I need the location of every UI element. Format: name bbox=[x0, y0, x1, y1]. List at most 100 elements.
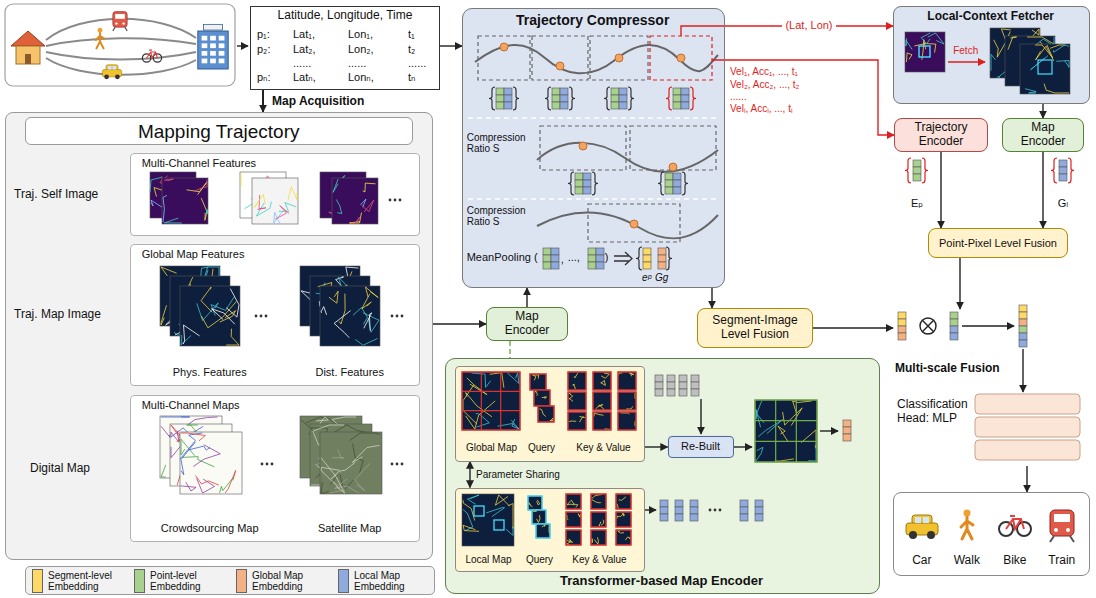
train-icon bbox=[122, 22, 124, 24]
map-image bbox=[573, 384, 576, 389]
embedding-vector bbox=[504, 95, 512, 102]
embedding-vector bbox=[611, 95, 619, 102]
ellipsis-dot bbox=[394, 199, 397, 202]
map-image bbox=[363, 313, 379, 332]
embedding-vector bbox=[690, 507, 698, 514]
office-icon bbox=[210, 43, 216, 48]
map-image bbox=[532, 510, 546, 524]
embedding-vector bbox=[913, 160, 921, 181]
map-image bbox=[571, 500, 578, 508]
node-text: p₁: bbox=[257, 28, 270, 41]
embedding-vector bbox=[898, 312, 906, 340]
map-image bbox=[180, 433, 202, 459]
embedding-vector bbox=[843, 420, 851, 427]
annotation: Velᵢ, Accᵢ, ..., tᵢ bbox=[730, 103, 793, 115]
map-image bbox=[193, 445, 220, 467]
node-text: Lat₁, bbox=[293, 28, 315, 41]
map-image bbox=[508, 504, 513, 528]
embedding-vector bbox=[551, 255, 559, 262]
embedding-vector bbox=[1059, 160, 1067, 181]
fetch-sketch bbox=[919, 46, 930, 57]
node-text: Query bbox=[528, 442, 555, 454]
embedding-vector bbox=[588, 248, 596, 269]
arrow bbox=[820, 430, 838, 431]
embedding-vector bbox=[673, 95, 681, 102]
node-text: , bbox=[561, 253, 564, 266]
map-image bbox=[618, 372, 636, 390]
map-image bbox=[254, 194, 265, 207]
connector bbox=[645, 446, 668, 447]
map-image bbox=[568, 412, 586, 430]
map-image bbox=[796, 400, 797, 462]
car-icon bbox=[927, 531, 935, 539]
map-image bbox=[566, 530, 581, 545]
map-image bbox=[566, 512, 581, 527]
map-image bbox=[755, 400, 817, 462]
implies-arrow bbox=[614, 252, 632, 265]
embedding-vector bbox=[690, 500, 698, 521]
map-image bbox=[601, 381, 606, 386]
embedding-vector bbox=[658, 262, 666, 269]
map-image bbox=[1020, 44, 1070, 94]
map-image bbox=[180, 432, 242, 494]
ellipsis-dot bbox=[399, 199, 402, 202]
house-icon bbox=[11, 31, 45, 46]
node-text: Point-Pixel Level Fusion bbox=[939, 237, 1057, 250]
fetch-sketch bbox=[905, 28, 1070, 94]
map-image bbox=[476, 414, 490, 428]
map-image bbox=[568, 392, 586, 410]
map-image bbox=[321, 482, 329, 493]
map-image bbox=[275, 206, 289, 220]
node-text: Re-Built bbox=[681, 440, 720, 453]
embedding-vector bbox=[583, 173, 591, 194]
ellipsis-dot bbox=[260, 315, 263, 318]
office-icon bbox=[219, 36, 225, 41]
embedding-vector bbox=[950, 319, 958, 326]
map-image bbox=[181, 482, 197, 491]
connector bbox=[262, 90, 264, 112]
map-image bbox=[775, 459, 794, 461]
mapping-panel: Multi-Channel FeaturesGlobal Map Feature… bbox=[5, 112, 433, 560]
map-panel: Local MapQueryKey & Value bbox=[455, 488, 645, 572]
map-image bbox=[618, 531, 624, 533]
mlp-stack bbox=[975, 417, 1080, 437]
map-image bbox=[618, 372, 636, 390]
car-icon bbox=[909, 531, 917, 539]
train-icon bbox=[1050, 536, 1074, 542]
map-image bbox=[462, 372, 520, 430]
node-text: Transformer-based Map Encoder bbox=[560, 574, 763, 589]
ellipsis-dot bbox=[391, 463, 394, 466]
embedding-vector bbox=[673, 180, 681, 187]
embedding-vector bbox=[1019, 326, 1027, 333]
brace bbox=[1068, 158, 1074, 183]
node-text: Local Map bbox=[465, 554, 511, 566]
brace bbox=[905, 158, 911, 183]
connector bbox=[469, 462, 470, 488]
map-image bbox=[226, 329, 239, 345]
bike-icon bbox=[142, 50, 161, 62]
embedding-vector bbox=[643, 262, 651, 269]
embedding-vector bbox=[543, 248, 551, 269]
node-text: Lon₁, bbox=[348, 28, 373, 41]
ellipsis-dot bbox=[391, 315, 394, 318]
embedding-vector bbox=[667, 375, 675, 396]
map-image bbox=[593, 372, 611, 390]
map-image bbox=[591, 530, 606, 545]
legend-entry: Local Map Embedding bbox=[332, 569, 434, 593]
map-image bbox=[616, 494, 631, 509]
brace bbox=[636, 247, 642, 270]
map-image bbox=[601, 373, 609, 378]
brace bbox=[569, 87, 575, 110]
rebuild-box: Re-Built bbox=[668, 436, 734, 458]
fusion-box: Point-Pixel Level Fusion bbox=[928, 228, 1068, 258]
connector bbox=[1042, 152, 1043, 228]
embedding-vector bbox=[1019, 305, 1027, 347]
office-icon bbox=[210, 51, 216, 56]
embedding-vector bbox=[588, 262, 596, 269]
mlp-stack bbox=[975, 440, 1080, 460]
map-image bbox=[593, 412, 611, 430]
legend-swatch bbox=[236, 569, 247, 593]
map-image bbox=[617, 504, 619, 508]
node-text: Mapping Trajectory bbox=[25, 117, 413, 145]
car-icon bbox=[906, 515, 938, 539]
